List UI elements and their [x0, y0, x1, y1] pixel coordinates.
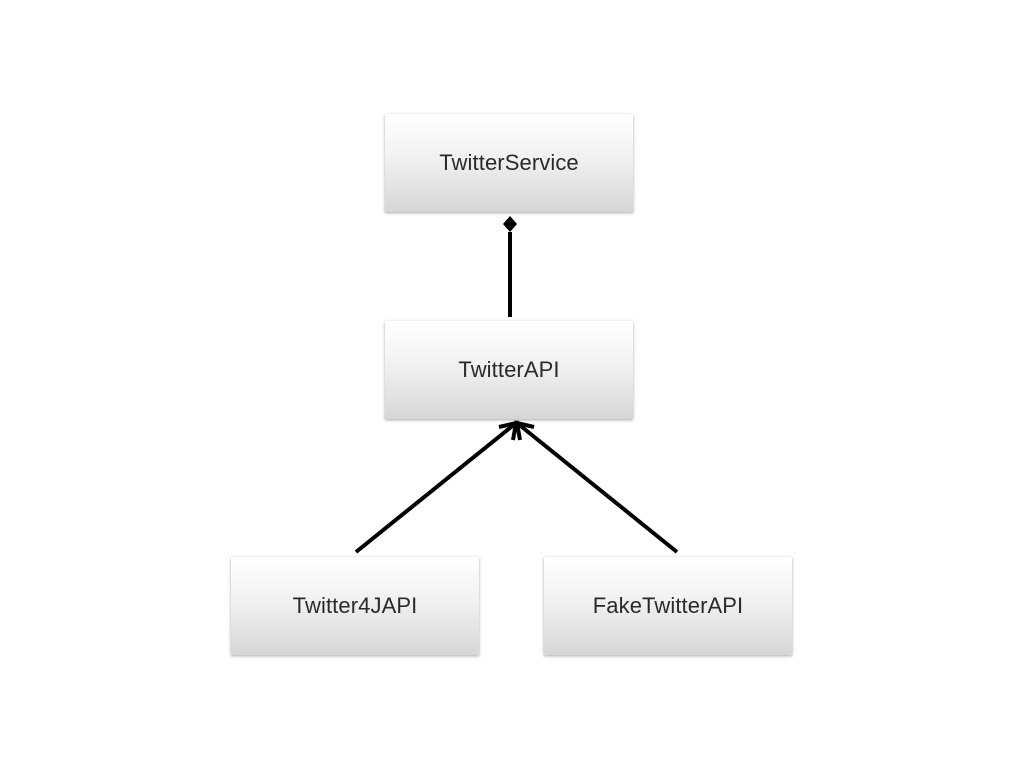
fake-twitter-api-label: FakeTwitterAPI: [592, 593, 744, 618]
composition-diamond-icon: [503, 216, 517, 232]
edge-t4j-to-api-line: [354, 421, 518, 554]
edge-fake-to-api-line: [515, 421, 679, 554]
arrowhead-left-icon: [498, 420, 519, 441]
twitter-service-label: TwitterService: [439, 150, 579, 175]
twitter-service-box[interactable]: TwitterService: [385, 114, 633, 212]
twitter4j-api-label: Twitter4JAPI: [292, 593, 418, 618]
twitter-api-label: TwitterAPI: [458, 357, 560, 382]
arrowhead-right-icon: [514, 420, 535, 441]
twitter-api-box[interactable]: TwitterAPI: [385, 321, 633, 419]
twitter4j-api-box[interactable]: Twitter4JAPI: [231, 557, 479, 655]
fake-twitter-api-box[interactable]: FakeTwitterAPI: [544, 557, 792, 655]
